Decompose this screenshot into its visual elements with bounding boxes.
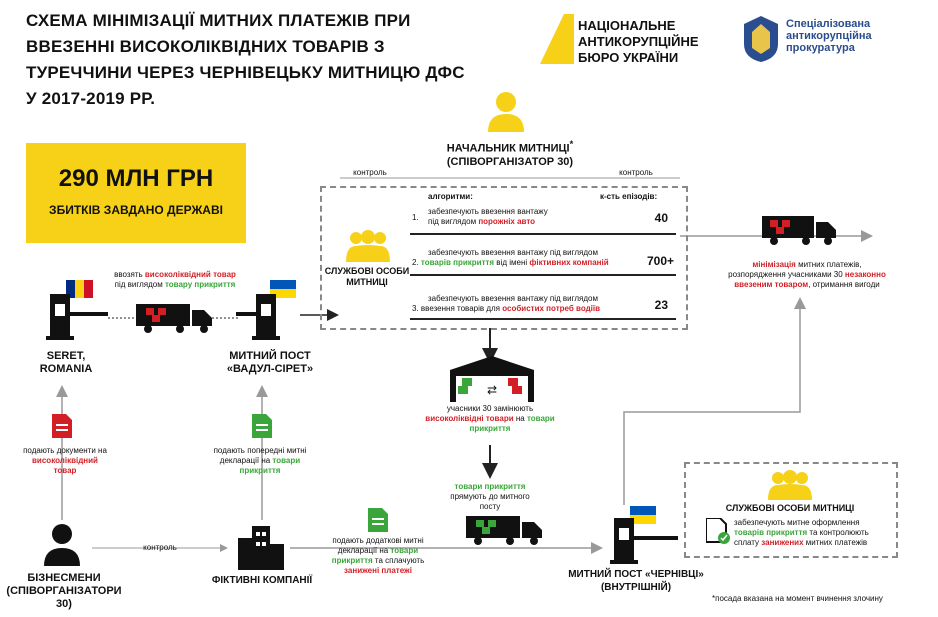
damage-amount: 290 МЛН ГРН xyxy=(58,165,214,192)
romania-flag-icon xyxy=(66,280,93,298)
businessman-icon xyxy=(44,524,80,566)
ukraine-flag-icon xyxy=(270,280,296,298)
vadul-decl-text: подають попередні митні декларації на то… xyxy=(213,446,307,475)
row-2-text-a: забезпечують ввезення вантажу під вигляд… xyxy=(428,248,599,257)
officials-group-icon xyxy=(346,230,390,262)
warehouse-icon: ⇄ xyxy=(450,356,534,402)
document-green-icon xyxy=(252,414,272,438)
checked-document-icon xyxy=(706,518,730,544)
officials2-title: СЛУЖБОВІ ОСОБИ МИТНИЦІ xyxy=(725,503,855,513)
customs-post-seret-icon xyxy=(46,294,108,340)
customs-post-chernivtsi-icon xyxy=(610,518,678,564)
svg-text:⇄: ⇄ xyxy=(487,383,497,397)
algorithms-header: алгоритми: xyxy=(428,192,473,201)
officials-title: СЛУЖБОВІ ОСОБИ МИТНИЦІ xyxy=(324,266,410,287)
fictive-decl-text: подають додаткові митні декларації на то… xyxy=(331,536,425,575)
officials2-text: забезпечують митне оформлення товарів пр… xyxy=(734,518,869,547)
customs-post-vadul-icon xyxy=(236,294,280,340)
officials2-group-icon xyxy=(768,470,812,500)
businessmen-label: БІЗНЕСМЕНИ(СПІВОРГАНІЗАТОРИ 30) xyxy=(6,572,122,610)
chief-label: НАЧАЛЬНИК МИТНИЦІ*(СПІВОРГАНІЗАТОР 30) xyxy=(446,139,574,168)
row-3-count: 23 xyxy=(654,298,668,312)
row-1-text-b: під виглядом порожніх авто xyxy=(428,217,536,226)
row-3-text-b: 3. ввезення товарів для особистих потреб… xyxy=(412,304,601,313)
buildings-icon xyxy=(238,526,284,570)
control-label-right: контроль xyxy=(619,168,653,177)
vadul-label: МИТНИЙ ПОСТ «ВАДУЛ-СІРЕТ» xyxy=(226,350,314,375)
warehouse-text: учасники 30 замінюють високоліквідні тов… xyxy=(425,404,555,433)
control-label-left: контроль xyxy=(353,168,387,177)
seret-label: SERET, ROMANIA xyxy=(39,350,93,375)
truck-icon xyxy=(762,216,836,245)
algorithm-row-1: 1. забезпечують ввезення вантажу під виг… xyxy=(410,205,676,235)
officials-box xyxy=(320,186,688,330)
damage-caption: ЗБИТКІВ ЗАВДАНО ДЕРЖАВІ xyxy=(49,203,223,217)
nabu-logo-text: НАЦІОНАЛЬНЕ АНТИКОРУПЦІЙНЕ БЮРО УКРАЇНИ xyxy=(578,18,699,65)
chernivtsi-label: МИТНИЙ ПОСТ «ЧЕРНІВЦІ» (ВНУТРІШНІЙ) xyxy=(568,569,704,593)
row-3-text-a: забезпечують ввезення вантажу під вигляд… xyxy=(428,294,599,303)
row-1-number: 1. xyxy=(412,213,419,222)
seret-import-text: ввозять високоліквідний товар під вигляд… xyxy=(114,270,236,289)
document-red-icon xyxy=(52,414,72,438)
algorithm-row-2: забезпечують ввезення вантажу під вигляд… xyxy=(410,244,676,276)
fictive-label: ФІКТИВНІ КОМПАНІЇ xyxy=(211,575,313,586)
footnote: *посада вказана на момент вчинення злочи… xyxy=(712,594,883,603)
officials2-box xyxy=(684,462,898,558)
row-1-count: 40 xyxy=(654,211,668,225)
episodes-header: к-сть епізодів: xyxy=(600,192,658,201)
page-title: СХЕМА МІНІМІЗАЦІЇ МИТНИХ ПЛАТЕЖІВ ПРИ ВВ… xyxy=(26,11,465,108)
chief-person-icon xyxy=(488,92,524,132)
row-1-text-a: забезпечують ввезення вантажу xyxy=(428,207,548,216)
algorithm-row-3: забезпечують ввезення вантажу під вигляд… xyxy=(410,292,676,320)
damage-box: 290 МЛН ГРН ЗБИТКІВ ЗАВДАНО ДЕРЖАВІ xyxy=(26,143,246,243)
row-2-text-b: 2. товарів прикриття від імені фіктивних… xyxy=(412,258,609,267)
truck-seret-icon xyxy=(136,304,212,333)
document-green-icon-2 xyxy=(368,508,388,532)
nabu-logo-icon xyxy=(540,14,574,64)
result-text: мінімізація митних платежів, розпоряджен… xyxy=(728,260,886,289)
row-2-count: 700+ xyxy=(646,254,674,268)
truck-green-icon xyxy=(466,516,542,545)
sap-emblem-icon xyxy=(744,16,778,62)
to-post-text: товари прикриття прямують до митного пос… xyxy=(450,482,530,511)
ukraine-flag-icon-2 xyxy=(630,506,656,524)
control-label-bottom: контроль xyxy=(143,543,177,552)
sap-logo-text: Спеціалізована антикорупційна прокуратур… xyxy=(786,18,872,54)
docs-left-text: подають документи на високоліквідний тов… xyxy=(23,446,107,475)
